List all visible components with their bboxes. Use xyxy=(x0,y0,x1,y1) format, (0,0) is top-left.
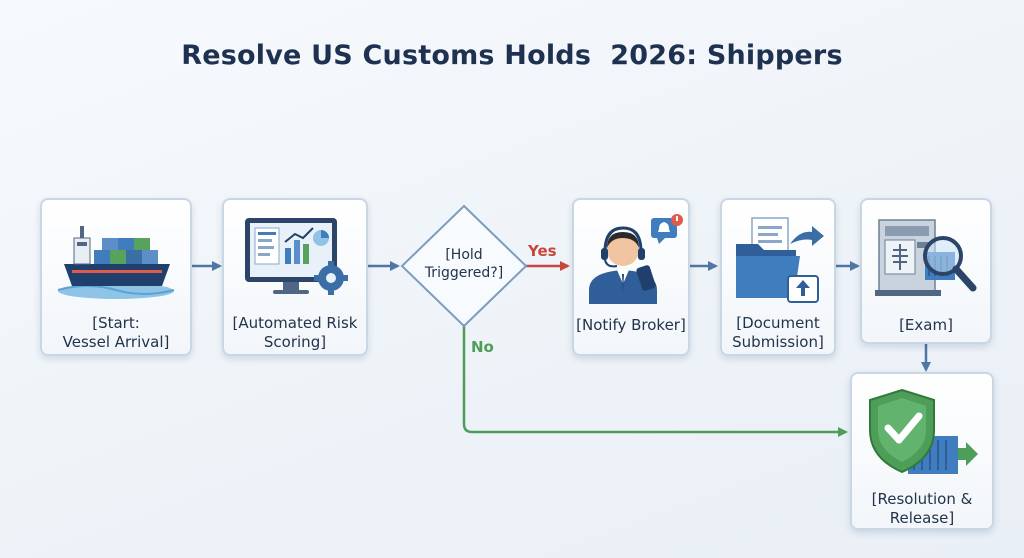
node-document-submission: [Document Submission] xyxy=(720,198,836,356)
node-notify-broker: [Notify Broker] xyxy=(572,198,690,356)
risk-monitor-icon xyxy=(245,218,348,295)
xray-scanner-icon xyxy=(875,219,977,296)
decision-label: [Hold Triggered?] xyxy=(424,247,504,281)
node-exam: [Exam] xyxy=(860,198,992,344)
yes-label: Yes xyxy=(528,242,557,260)
page-title: Resolve US Customs Holds 2026: Shippers xyxy=(181,40,843,71)
notify-broker-label: [Notify Broker] xyxy=(576,316,686,334)
document-folder-icon xyxy=(736,217,824,303)
start-label: [Start: Vessel Arrival] xyxy=(62,314,170,351)
node-resolution-release: [Resolution & Release] xyxy=(850,372,994,530)
cargo-ship-icon xyxy=(57,226,175,299)
resolution-release-label: [Resolution & Release] xyxy=(871,490,973,527)
decision-diamond xyxy=(400,204,528,328)
node-risk-scoring: [Automated Risk Scoring] xyxy=(222,198,368,356)
document-submission-label: [Document Submission] xyxy=(732,314,824,351)
shield-check-icon xyxy=(869,388,978,474)
exam-label: [Exam] xyxy=(899,316,953,334)
no-label: No xyxy=(471,338,494,356)
node-start: [Start: Vessel Arrival] xyxy=(40,198,192,356)
broker-headset-icon xyxy=(589,214,683,304)
arrow-no-to-release xyxy=(462,326,848,437)
risk-scoring-label: [Automated Risk Scoring] xyxy=(232,314,358,351)
